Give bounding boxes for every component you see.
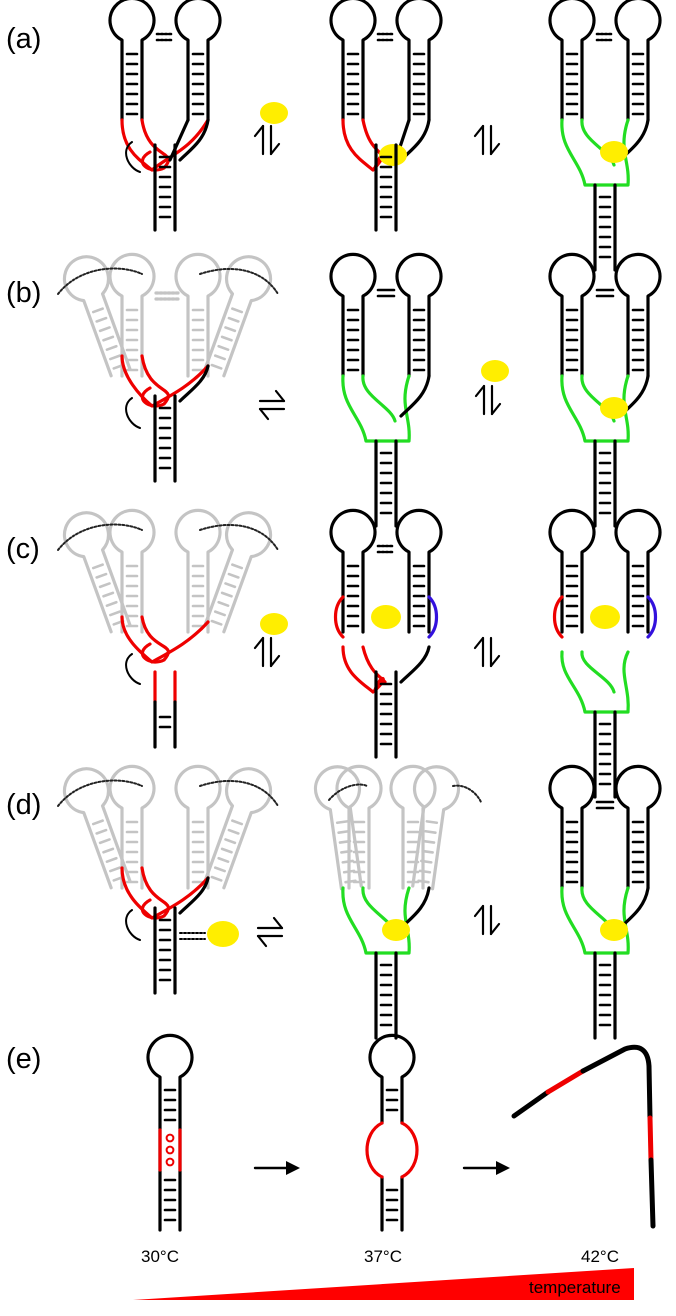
panel-b (56, 248, 662, 528)
arrow-icon (286, 1161, 300, 1175)
ligand-icon (207, 921, 239, 947)
panel-label-c: (c) (6, 533, 40, 565)
temperature-label-37: 37°C (364, 1247, 402, 1266)
panel-e: 30°C 37°C 42°C temperature (133, 1033, 656, 1300)
temperature-gradient-bar (133, 1268, 634, 1300)
ligand-bound-icon (590, 605, 620, 629)
structure-d3 (548, 764, 662, 1040)
structure-b3 (548, 252, 662, 528)
unfolded-strand-42 (511, 1044, 656, 1229)
ligand-bound-icon (600, 397, 628, 419)
ligand-icon (260, 102, 288, 124)
panel-label-d: (d) (6, 789, 41, 821)
structure-a1 (108, 0, 222, 232)
ligand-bound-icon (379, 144, 407, 166)
arrow-icon (496, 1161, 510, 1175)
structure-d2 (311, 762, 482, 1040)
panel-a (108, 0, 662, 272)
structure-b2 (329, 252, 443, 528)
panel-d (56, 760, 662, 1040)
temperature-bar-label: temperature (529, 1278, 621, 1297)
ligand-bound-icon (600, 919, 628, 941)
thermometer-hairpin-37 (365, 1033, 419, 1232)
structure-c3 (548, 508, 662, 799)
ligand-bound-icon (600, 141, 628, 163)
ligand-icon (260, 613, 288, 635)
temperature-label-42: 42°C (581, 1247, 619, 1266)
ligand-bound-icon (371, 605, 401, 629)
panel-label-a: (a) (6, 23, 41, 55)
ligand-bound-icon (382, 919, 410, 941)
structure-a3 (548, 0, 662, 272)
structure-c1 (56, 504, 279, 749)
structure-d1 (56, 760, 279, 995)
thermometer-hairpin-30 (146, 1033, 194, 1232)
panel-c (56, 504, 662, 799)
structure-b1 (56, 248, 279, 483)
structure-c2 (329, 508, 443, 759)
panel-label-b: (b) (6, 277, 41, 309)
ligand-icon (481, 360, 509, 382)
structure-a2 (329, 0, 443, 232)
temperature-label-30: 30°C (141, 1247, 179, 1266)
panel-label-e: (e) (6, 1043, 41, 1075)
